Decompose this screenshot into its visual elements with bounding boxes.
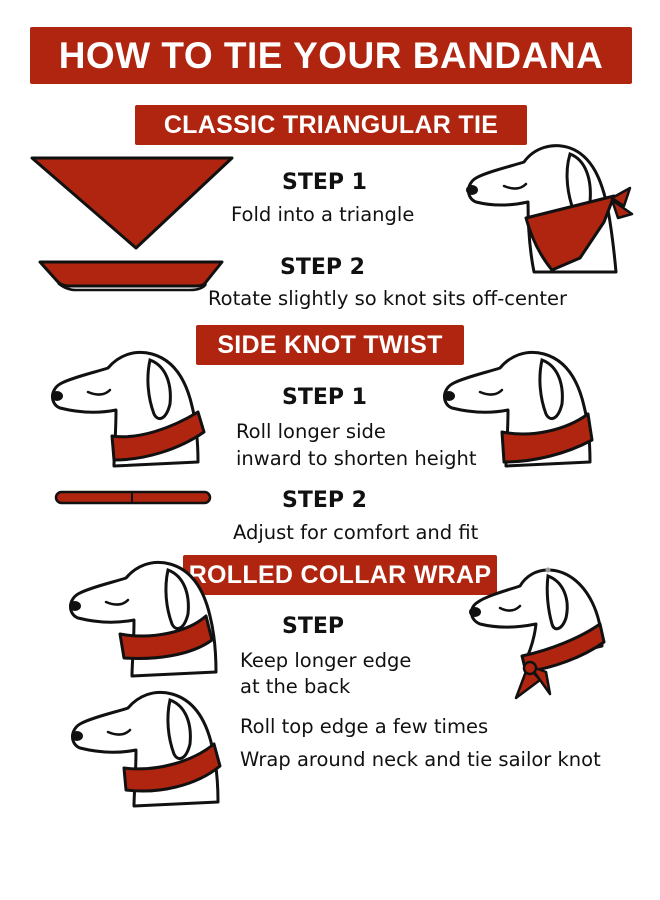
dog-collar-icon: [71, 690, 222, 808]
section3-bottom-line2: Wrap around neck and tie sailor knot: [240, 748, 601, 771]
section3-bottom-line1: Roll top edge a few times: [240, 715, 489, 738]
section3-text-line1: Keep longer edge: [240, 649, 412, 672]
section2-step1-label: STEP 1: [282, 385, 367, 410]
dog-collar-icon: [443, 350, 594, 468]
section1-step2-label: STEP 2: [280, 255, 365, 280]
section3-step-label: STEP: [282, 614, 345, 639]
dog-collar-icon: [69, 560, 218, 678]
flat-bandana-icon: [38, 260, 224, 292]
page-title: HOW TO TIE YOUR BANDANA: [30, 27, 632, 84]
section2-step1-text-line1: Roll longer side: [236, 420, 386, 443]
section2-step2-text: Adjust for comfort and fit: [233, 521, 479, 544]
section-heading-side-knot-twist: SIDE KNOT TWIST: [196, 325, 464, 365]
section3-text-line2: at the back: [240, 675, 351, 698]
dog-triangle-bandana-icon: [466, 144, 634, 274]
section-heading-classic-triangular-tie: CLASSIC TRIANGULAR TIE: [135, 105, 527, 145]
triangle-bandana-icon: [30, 156, 234, 250]
rolled-bandana-icon: [54, 490, 212, 505]
dog-collar-icon: [51, 350, 206, 468]
section1-step1-text: Fold into a triangle: [231, 203, 415, 226]
section2-step1-text-line2: inward to shorten height: [236, 447, 477, 470]
section1-step2-text: Rotate slightly so knot sits off-center: [208, 287, 568, 310]
section2-step2-label: STEP 2: [282, 488, 367, 513]
section1-step1-label: STEP 1: [282, 170, 367, 195]
dog-sailor-knot-icon: [469, 567, 606, 700]
section-heading-rolled-collar-wrap: ROLLED COLLAR WRAP: [183, 555, 497, 595]
